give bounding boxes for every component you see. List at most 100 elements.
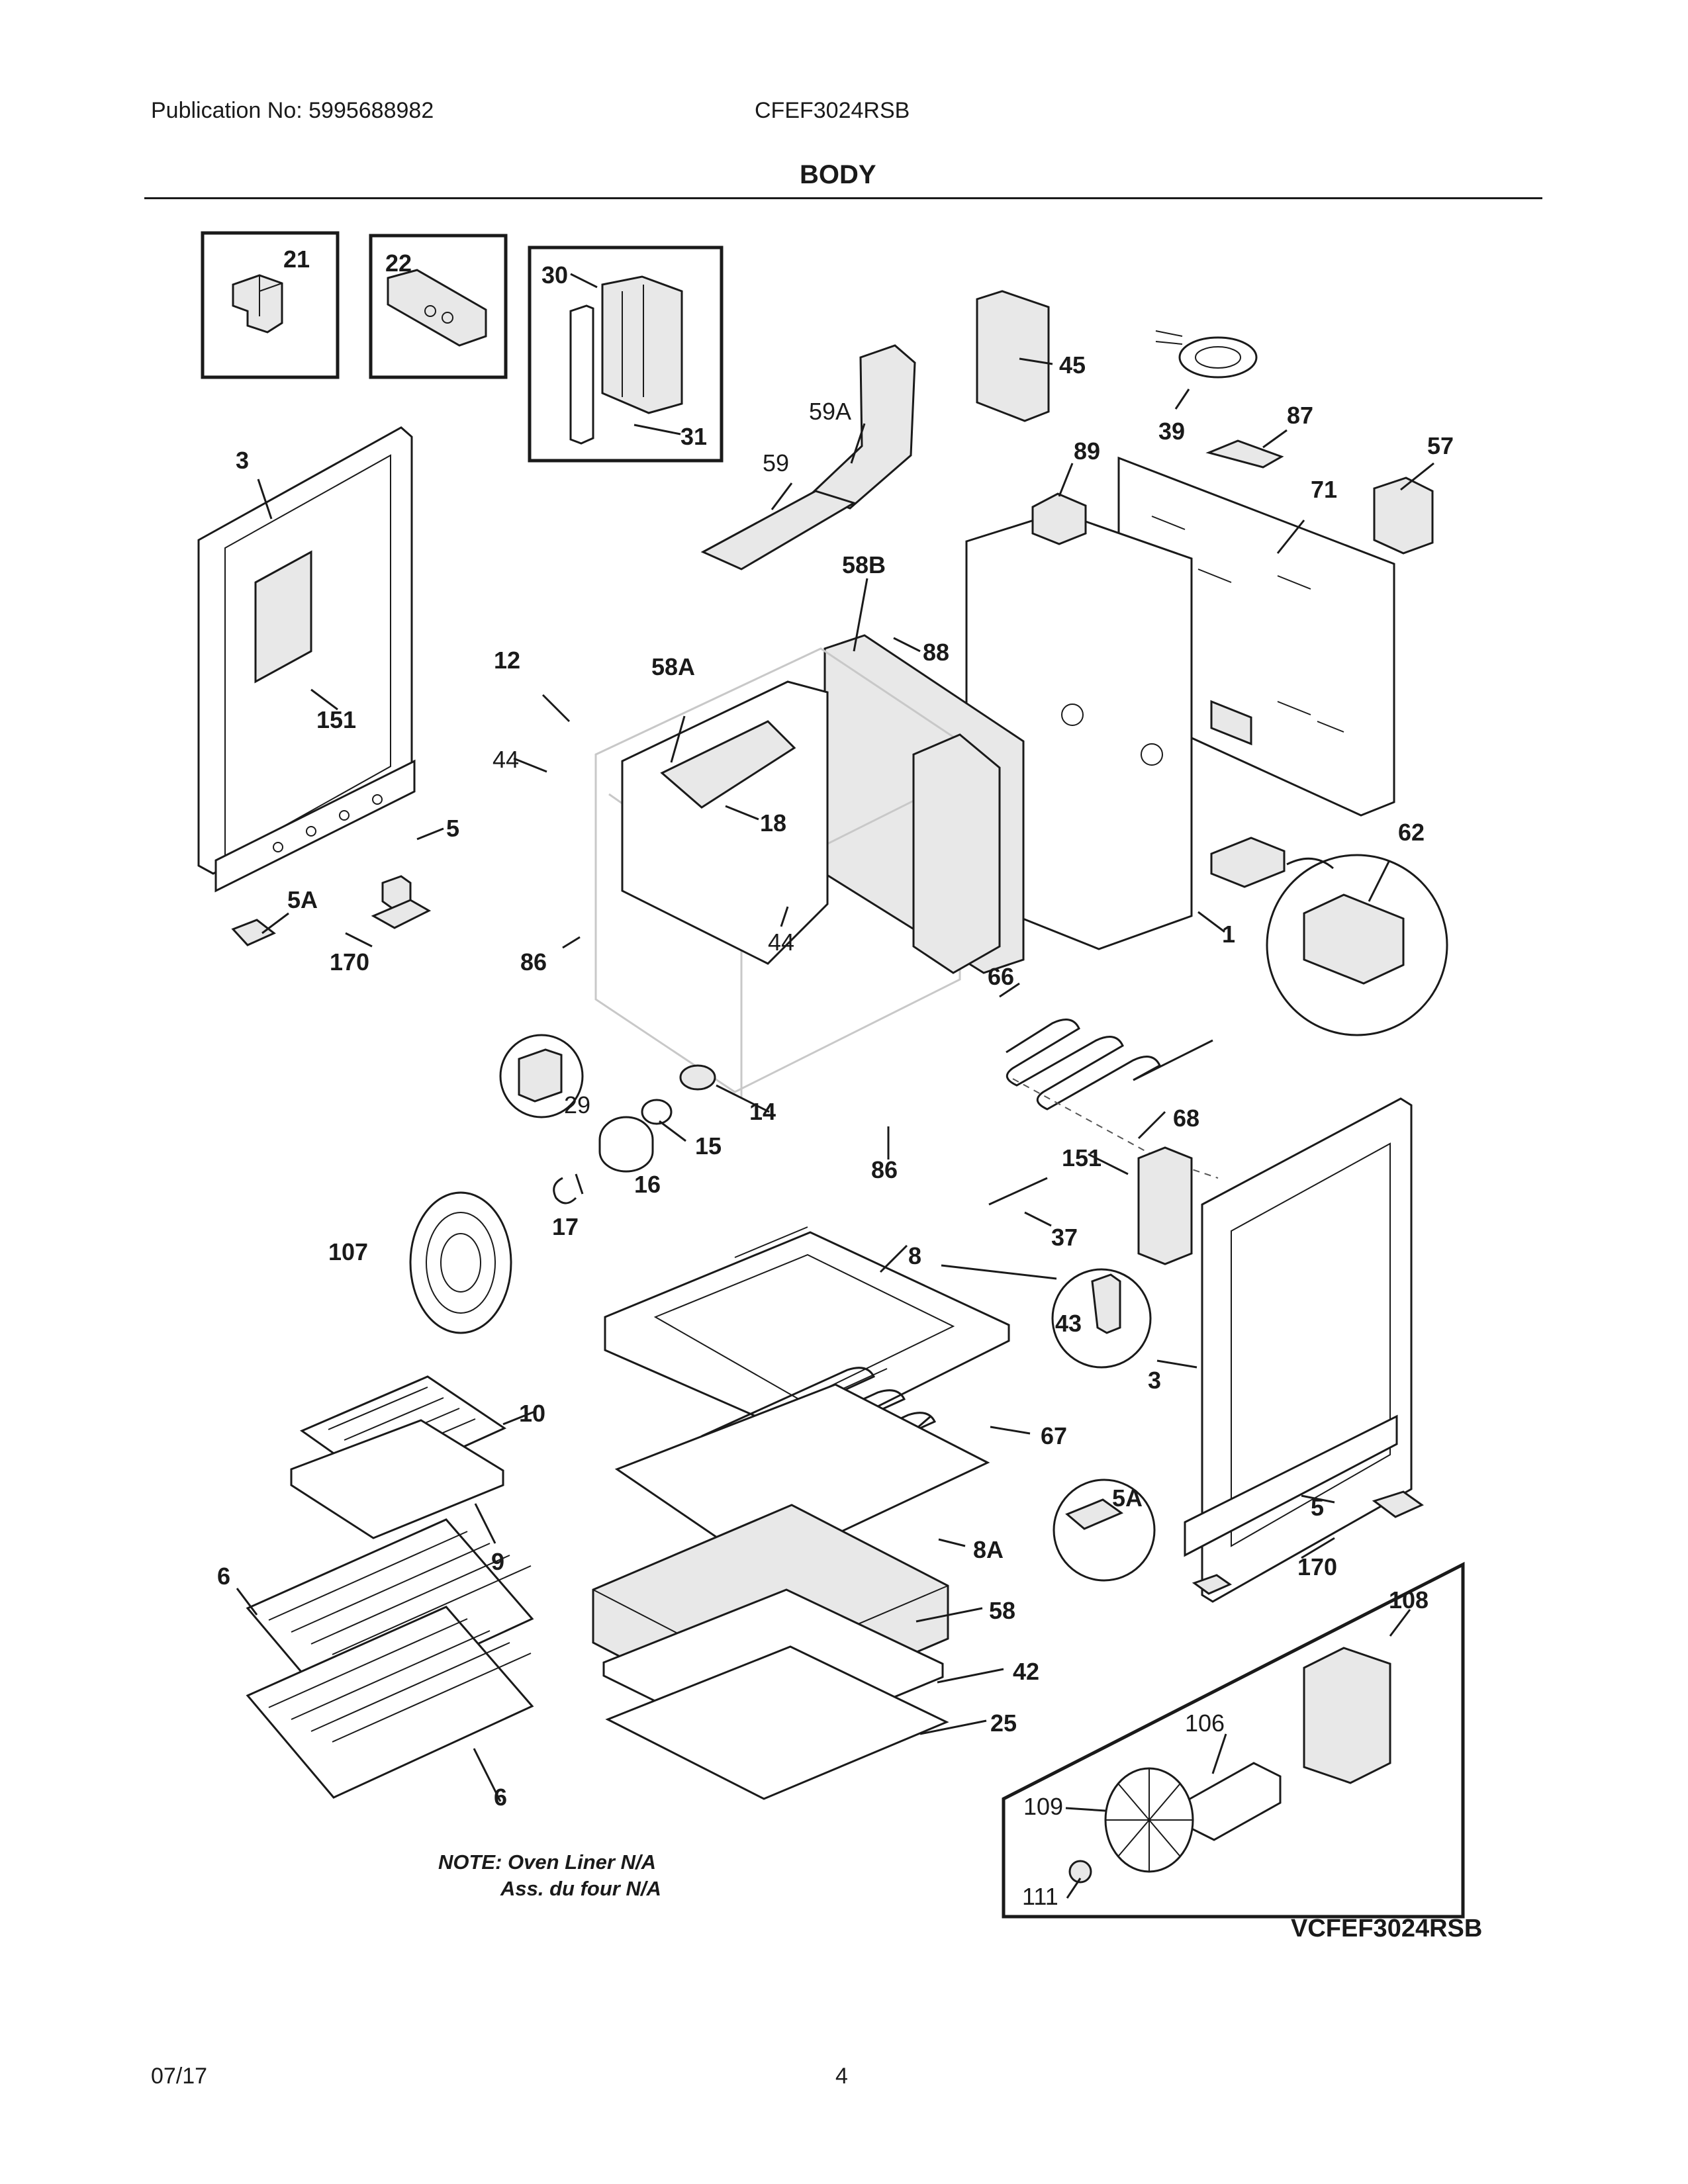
label-6-top: 6 (217, 1563, 230, 1590)
wire-37 (988, 1177, 1048, 1206)
lamp-cover-16 (598, 1116, 654, 1173)
label-17: 17 (552, 1213, 579, 1240)
label-3-left: 3 (236, 447, 249, 474)
bracket-45 (976, 290, 1050, 422)
hinge-left (231, 875, 432, 946)
label-86-b: 86 (871, 1156, 898, 1183)
lamp-socket-29 (499, 1034, 584, 1118)
label-62: 62 (1398, 819, 1425, 846)
label-71: 71 (1311, 476, 1337, 503)
label-106: 106 (1185, 1709, 1225, 1737)
hinge-right (1053, 1479, 1424, 1595)
label-89: 89 (1074, 437, 1100, 465)
label-108: 108 (1389, 1586, 1429, 1614)
wire-harness-68 (1012, 1078, 1219, 1179)
right-side-panel (1184, 1097, 1413, 1603)
inset-box-30-31 (528, 246, 724, 463)
lamp-bulb-15 (641, 1099, 673, 1125)
label-5-left: 5 (446, 815, 459, 842)
label-44-a: 44 (492, 746, 519, 773)
label-22: 22 (385, 250, 412, 277)
section-title: BODY (800, 160, 876, 189)
label-66: 66 (988, 963, 1014, 990)
label-18: 18 (760, 809, 786, 837)
inset-box-22 (369, 234, 508, 379)
leader-lines (236, 273, 1434, 1899)
publication-number: Publication No: 5995688982 (151, 98, 434, 123)
oven-bottom-8 (604, 1226, 1010, 1441)
panel-8A (614, 1383, 990, 1570)
label-42: 42 (1013, 1658, 1039, 1685)
label-170-left: 170 (330, 948, 369, 976)
cover-57 (1373, 477, 1434, 555)
label-1: 1 (1222, 921, 1235, 948)
bracket-87 (1205, 439, 1284, 469)
page-number: 4 (835, 2064, 848, 2089)
label-21: 21 (283, 246, 310, 273)
bake-element-67 (701, 1367, 937, 1482)
wire-clip-17 (553, 1177, 577, 1205)
label-5-right: 5 (1311, 1494, 1324, 1521)
cord-39 (1155, 330, 1258, 379)
label-58B: 58B (842, 551, 886, 578)
label-57: 57 (1427, 432, 1454, 459)
header-divider (144, 197, 1542, 199)
label-111: 111 (1022, 1883, 1058, 1910)
footer-date: 07/17 (151, 2064, 208, 2089)
model-number: CFEF3024RSB (755, 98, 910, 123)
label-67: 67 (1041, 1422, 1067, 1449)
label-10: 10 (519, 1400, 545, 1427)
label-5A-right: 5A (1112, 1484, 1143, 1512)
label-37: 37 (1051, 1224, 1078, 1251)
label-109: 109 (1023, 1793, 1063, 1820)
label-8: 8 (908, 1242, 921, 1269)
label-9: 9 (491, 1548, 504, 1575)
label-88: 88 (923, 639, 949, 666)
bracket-89 (1031, 492, 1087, 545)
label-39: 39 (1158, 418, 1185, 445)
variant-code: VCFEF3024RSB (1291, 1915, 1482, 1942)
label-87: 87 (1287, 402, 1313, 429)
part-labels: 21 22 30 31 45 39 87 57 59A 59 89 71 3 5… (217, 246, 1454, 1910)
label-29: 29 (564, 1091, 590, 1118)
label-151-right: 151 (1062, 1144, 1102, 1171)
duct-59 (700, 490, 857, 570)
label-86-a: 86 (520, 948, 547, 976)
broil-element-66 (1006, 1019, 1213, 1111)
note-line-1: NOTE: Oven Liner N/A (438, 1850, 656, 1874)
label-15: 15 (695, 1132, 722, 1160)
label-31: 31 (680, 423, 707, 450)
label-170-right: 170 (1297, 1553, 1337, 1580)
label-25: 25 (990, 1709, 1017, 1737)
screw-43 (941, 1264, 1152, 1369)
broiler-pan-9 (290, 1419, 504, 1539)
left-side-panel (197, 426, 416, 893)
label-59: 59 (763, 449, 789, 477)
convection-cover-107 (409, 1191, 512, 1334)
terminal-block-62 (1210, 837, 1448, 1036)
label-58A: 58A (651, 653, 695, 680)
label-59A: 59A (809, 398, 851, 425)
oven-rack-bottom (246, 1606, 534, 1799)
panel-25 (605, 1645, 949, 1800)
convection-fan-inset (1002, 1561, 1465, 1919)
label-5A-left: 5A (287, 886, 318, 913)
label-58: 58 (989, 1597, 1015, 1624)
label-12: 12 (494, 647, 520, 674)
label-16: 16 (634, 1171, 661, 1198)
label-3-right: 3 (1148, 1367, 1161, 1394)
label-30: 30 (541, 261, 568, 289)
bracket-151-right (1137, 1146, 1193, 1265)
label-107: 107 (328, 1238, 368, 1265)
label-68: 68 (1173, 1105, 1199, 1132)
lamp-receptacle-14 (679, 1064, 716, 1091)
label-14: 14 (749, 1098, 776, 1125)
inset-box-21 (201, 231, 340, 379)
label-43: 43 (1055, 1310, 1082, 1337)
label-6-bottom: 6 (494, 1784, 507, 1811)
label-44-b: 44 (768, 929, 794, 956)
label-45: 45 (1059, 351, 1086, 379)
label-151-left: 151 (316, 706, 356, 733)
label-8A: 8A (973, 1536, 1004, 1563)
